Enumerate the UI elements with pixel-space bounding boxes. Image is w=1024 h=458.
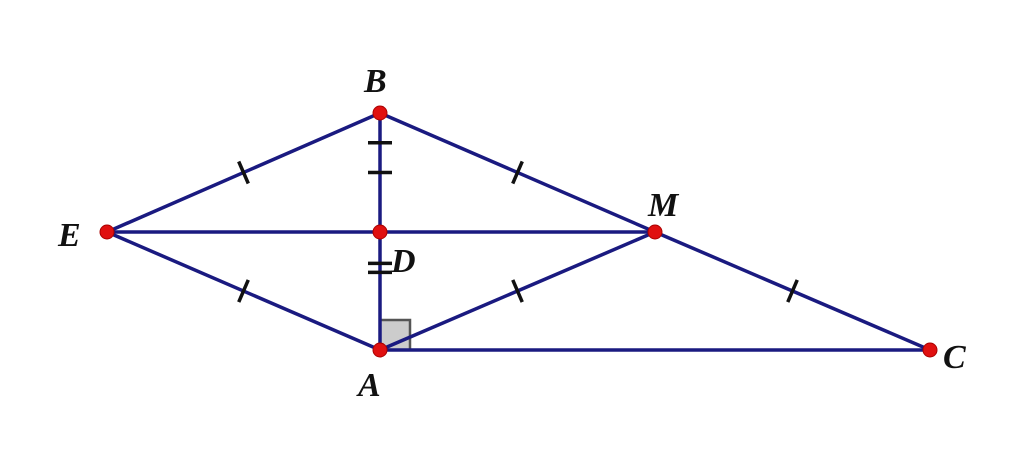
point-D (372, 224, 388, 240)
point-B (372, 105, 388, 121)
point-A (372, 342, 388, 358)
tick-AM-0 (511, 279, 524, 303)
point-E (99, 224, 115, 240)
label-D: D (390, 243, 416, 280)
tick-EB-0 (237, 160, 250, 185)
tick-BM-0 (511, 160, 524, 185)
label-M: M (647, 187, 680, 224)
point-C (922, 342, 938, 358)
point-M (647, 224, 663, 240)
label-C: C (943, 339, 966, 376)
label-B: B (363, 63, 387, 100)
label-A: A (356, 367, 381, 404)
tick-EA-0 (237, 279, 250, 303)
label-E: E (57, 217, 81, 254)
tick-MC-0 (786, 279, 799, 303)
